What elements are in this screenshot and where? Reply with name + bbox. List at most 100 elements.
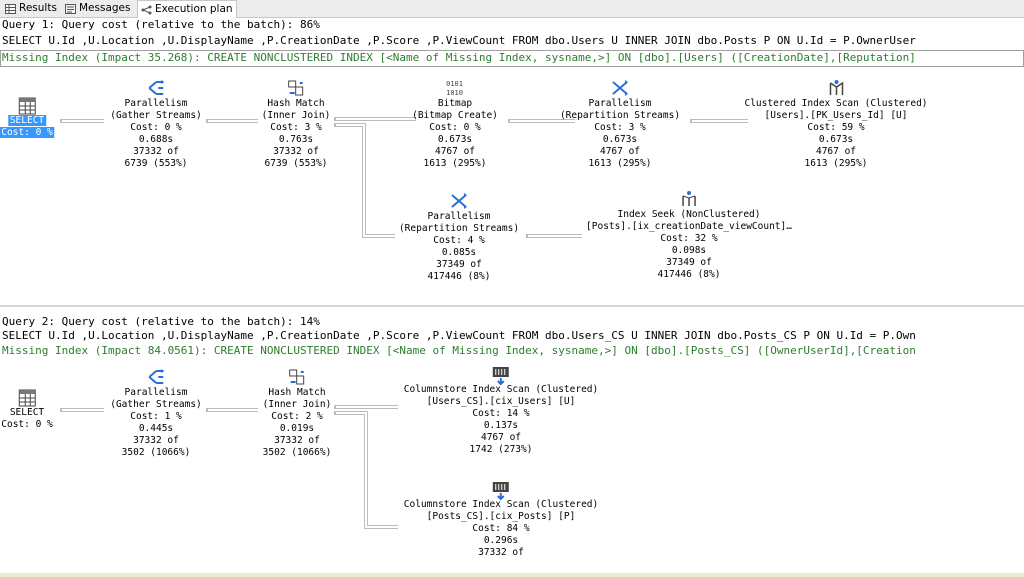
- svg-text:1010: 1010: [446, 89, 463, 97]
- q1-select-cost: Cost: 0 %: [0, 127, 55, 138]
- messages-icon: [65, 3, 76, 14]
- q1-hash-l5: 37332 of: [273, 146, 319, 157]
- grid-icon: [5, 3, 16, 14]
- q1-seek-l6: 417446 (8%): [657, 269, 721, 280]
- tab-execution-plan-label: Execution plan: [155, 3, 233, 15]
- query1-header: Query 1: Query cost (relative to the bat…: [2, 19, 320, 31]
- q1-scan-l2: [Users].[PK_Users_Id] [U]: [764, 110, 908, 121]
- q2-par1-l5: 37332 of: [133, 435, 179, 446]
- q1-bitmap-l1: Bitmap: [437, 98, 473, 109]
- q2-par1-l6: 3502 (1066%): [121, 447, 191, 458]
- q1-par2-l4: 0.673s: [602, 134, 638, 145]
- q1-par2-l5: 4767 of: [599, 146, 641, 157]
- parallelism-icon: [146, 368, 166, 386]
- q1-par1-l5: 37332 of: [133, 146, 179, 157]
- hash-match-icon: [287, 368, 307, 386]
- q1-seek-l4: 0.098s: [671, 245, 707, 256]
- q2-parallelism-gather-node[interactable]: Parallelism (Gather Streams) Cost: 1 % 0…: [110, 368, 202, 459]
- q1-select-label: SELECT: [7, 115, 47, 126]
- q1-seek-l5: 37349 of: [666, 257, 712, 268]
- q1-par1-l6: 6739 (553%): [124, 158, 188, 169]
- q2-cs1-l1: Columnstore Index Scan (Clustered): [403, 384, 599, 395]
- q1-par1-l1: Parallelism: [124, 98, 188, 109]
- q2-cs1-l5: 4767 of: [480, 432, 522, 443]
- results-tab-strip: Results Messages Execution plan: [0, 0, 1024, 18]
- q1-bitmap-l4: 0.673s: [437, 134, 473, 145]
- plan-icon: [141, 5, 152, 15]
- q2-par1-l2: (Gather Streams): [110, 399, 202, 410]
- q2-select-cost: Cost: 0 %: [1, 419, 53, 430]
- q1-scan-l1: Clustered Index Scan (Clustered): [744, 98, 928, 109]
- q1-hash-match-node[interactable]: Hash Match (Inner Join) Cost: 3 % 0.763s…: [261, 79, 331, 170]
- q2-par1-l1: Parallelism: [124, 387, 188, 398]
- parallelism-icon: [146, 79, 166, 97]
- q2-columnstore-scan-users-node[interactable]: Columnstore Index Scan (Clustered) [User…: [404, 365, 598, 456]
- q2-hash-l3: Cost: 2 %: [271, 411, 323, 422]
- query2-sql: SELECT U.Id ,U.Location ,U.DisplayName ,…: [2, 330, 916, 342]
- status-strip: [0, 573, 1024, 577]
- q1-par2-l6: 1613 (295%): [588, 158, 652, 169]
- q2-cs1-l3: Cost: 14 %: [472, 408, 530, 419]
- q2-cs2-l5: 37332 of: [478, 547, 524, 558]
- q1-hash-l3: Cost: 3 %: [270, 122, 322, 133]
- q2-hash-l1: Hash Match: [268, 387, 326, 398]
- q1-par1-l4: 0.688s: [138, 134, 174, 145]
- q2-hash-l4: 0.019s: [279, 423, 315, 434]
- q2-hash-match-node[interactable]: Hash Match (Inner Join) Cost: 2 % 0.019s…: [262, 368, 332, 459]
- q1-seek-l3: Cost: 32 %: [660, 233, 718, 244]
- q1-par1-l2: (Gather Streams): [110, 110, 202, 121]
- tab-results[interactable]: Results: [2, 1, 60, 16]
- q2-par1-l3: Cost: 1 %: [130, 411, 182, 422]
- q2-cs2-l3: Cost: 84 %: [472, 523, 530, 534]
- q1-bitmap-l2: (Bitmap Create): [412, 110, 498, 121]
- q1-clustered-index-scan-node[interactable]: Clustered Index Scan (Clustered) [Users]…: [744, 79, 928, 170]
- select-icon: [17, 96, 37, 115]
- tab-messages-label: Messages: [79, 2, 131, 14]
- q1-index-seek-node[interactable]: Index Seek (NonClustered) [Posts].[ix_cr…: [586, 190, 792, 281]
- q1-par3-l6: 417446 (8%): [427, 271, 491, 282]
- q1-seek-l1: Index Seek (NonClustered): [617, 209, 761, 220]
- q2-select-node[interactable]: SELECT Cost: 0 %: [1, 388, 53, 431]
- q1-bitmap-l5: 4767 of: [434, 146, 476, 157]
- q1-par3-l2: (Repartition Streams): [398, 223, 520, 234]
- q1-parallelism-gather-node[interactable]: Parallelism (Gather Streams) Cost: 0 % 0…: [110, 79, 202, 170]
- q1-select-node[interactable]: SELECT Cost: 0 %: [0, 96, 55, 139]
- q2-columnstore-scan-posts-node[interactable]: Columnstore Index Scan (Clustered) [Post…: [404, 480, 598, 559]
- q1-parallelism-repartition-node[interactable]: Parallelism (Repartition Streams) Cost: …: [560, 79, 680, 170]
- q1-hash-l4: 0.763s: [278, 134, 314, 145]
- query1-missing-index[interactable]: Missing Index (Impact 35.268): CREATE NO…: [2, 52, 916, 64]
- tab-execution-plan[interactable]: Execution plan: [137, 0, 237, 18]
- q1-par2-l3: Cost: 3 %: [594, 122, 646, 133]
- q2-cs1-l2: [Users_CS].[cix_Users] [U]: [426, 396, 576, 407]
- q1-par3-l3: Cost: 4 %: [433, 235, 485, 246]
- q1-parallelism-repartition-node-2[interactable]: Parallelism (Repartition Streams) Cost: …: [399, 192, 519, 283]
- q1-scan-l3: Cost: 59 %: [807, 122, 865, 133]
- q1-scan-l4: 0.673s: [818, 134, 854, 145]
- q1-par3-l1: Parallelism: [427, 211, 491, 222]
- q2-hash-l2: (Inner Join): [262, 399, 332, 410]
- q1-scan-l5: 4767 of: [815, 146, 857, 157]
- q2-cs2-l2: [Posts_CS].[cix_Posts] [P]: [426, 511, 576, 522]
- svg-text:0101: 0101: [446, 80, 463, 88]
- parallelism-repartition-icon: [449, 192, 469, 210]
- q1-par3-l5: 37349 of: [436, 259, 482, 270]
- tab-messages[interactable]: Messages: [62, 1, 134, 16]
- query2-missing-index[interactable]: Missing Index (Impact 84.0561): CREATE N…: [2, 345, 916, 357]
- hash-match-icon: [286, 79, 306, 97]
- query2-header: Query 2: Query cost (relative to the bat…: [2, 316, 320, 328]
- q1-bitmap-l3: Cost: 0 %: [429, 122, 481, 133]
- plan-separator: [0, 305, 1024, 307]
- columnstore-index-scan-icon: [491, 365, 511, 386]
- q2-cs1-l6: 1742 (273%): [469, 444, 533, 455]
- q1-bitmap-l6: 1613 (295%): [423, 158, 487, 169]
- q1-par2-l2: (Repartition Streams): [559, 110, 681, 121]
- q2-cs2-l1: Columnstore Index Scan (Clustered): [403, 499, 599, 510]
- q1-hash-l2: (Inner Join): [261, 110, 331, 121]
- q1-par3-l4: 0.085s: [441, 247, 477, 258]
- clustered-index-scan-icon: [826, 79, 846, 97]
- columnstore-index-scan-icon: [491, 480, 511, 501]
- q1-par1-l3: Cost: 0 %: [130, 122, 182, 133]
- q2-cs1-l4: 0.137s: [483, 420, 519, 431]
